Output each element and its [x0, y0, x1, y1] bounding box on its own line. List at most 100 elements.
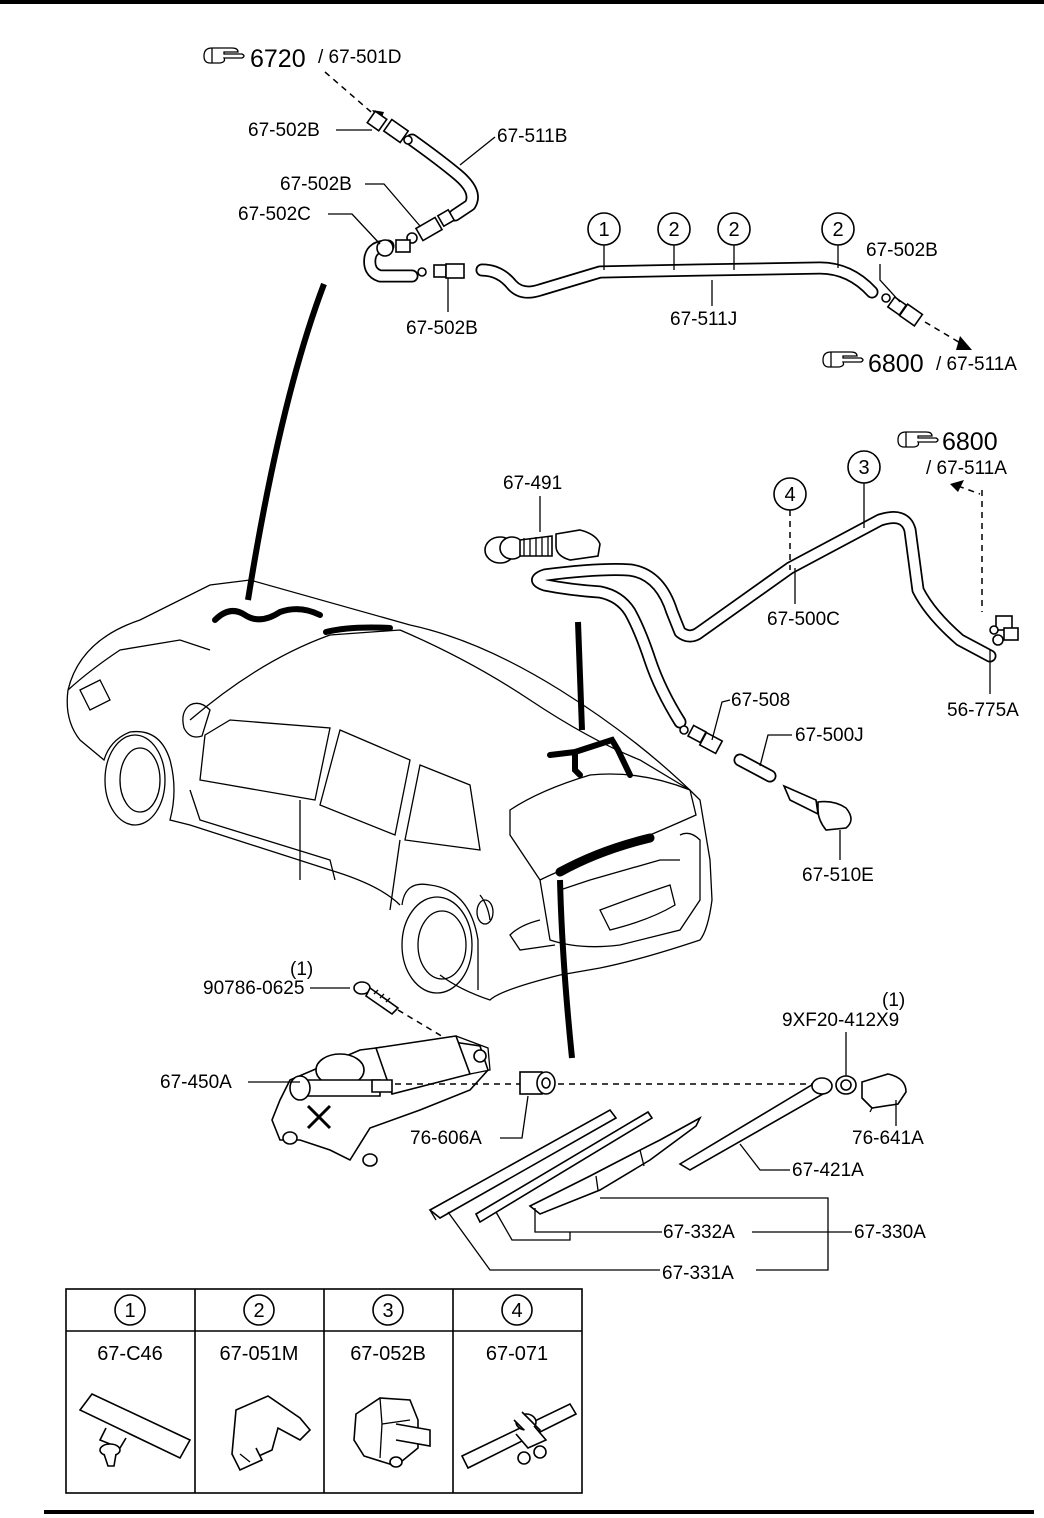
svg-text:4: 4: [511, 1300, 522, 1322]
leader-line: [459, 136, 496, 166]
leader-dashed: [397, 1009, 466, 1051]
label-67-511B[interactable]: 67-511B: [497, 126, 567, 147]
svg-text:1: 1: [124, 1300, 135, 1322]
blade-rubber-67-332A: [474, 1110, 654, 1224]
pointing-hand-icon: [822, 351, 864, 368]
clip-67-051M-image: [231, 1395, 312, 1472]
label-67-500C[interactable]: 67-500C: [767, 609, 840, 630]
ref-part: / 67-511A: [926, 458, 1007, 479]
hose-67-500C: [531, 511, 997, 729]
pointing-hand-icon: [897, 431, 939, 448]
screw-90786-0625: [353, 981, 400, 1016]
connector-67-502B-c: [417, 263, 465, 279]
nut-9XF20-412X9: [835, 1075, 857, 1095]
leader-line: [447, 1211, 660, 1271]
label-67-511J[interactable]: 67-511J: [670, 309, 737, 330]
pointing-hand-icon: [203, 47, 245, 64]
blade-frame-67-330A: [528, 1116, 702, 1215]
clip-67-052B-image: [353, 1397, 431, 1468]
label-67-502B[interactable]: 67-502B: [866, 240, 938, 261]
leader-to-vehicle: [575, 621, 585, 731]
clip-table-cell-3: 3 67-052B: [350, 1294, 431, 1468]
leader-line: [500, 1095, 529, 1139]
vehicle-illustration: [66, 579, 713, 1001]
svg-text:3: 3: [858, 457, 869, 479]
hose-67-500J: [733, 753, 777, 783]
label-9XF20-412X9[interactable]: 9XF20-412X9: [782, 1010, 899, 1031]
ref-6720[interactable]: 6720 / 67-501D: [203, 45, 401, 73]
label-67-500J[interactable]: 67-500J: [795, 725, 864, 746]
label-76-641A[interactable]: 76-641A: [852, 1128, 924, 1149]
label-67-421A[interactable]: 67-421A: [792, 1160, 864, 1181]
label-67-331A[interactable]: 67-331A: [662, 1263, 734, 1284]
hose-67-511J: [475, 261, 879, 299]
label-56-775A[interactable]: 56-775A: [947, 700, 1019, 721]
svg-text:2: 2: [832, 219, 843, 241]
callout-2[interactable]: 2: [821, 212, 855, 246]
connector-67-502B-b: [406, 208, 456, 244]
label-67-502B[interactable]: 67-502B: [280, 174, 352, 195]
wiper-motor-67-450A: [271, 1035, 491, 1167]
ref-number: 6720: [250, 45, 306, 73]
hose-67-511B: [405, 133, 479, 222]
label-67-450A[interactable]: 67-450A: [160, 1072, 232, 1093]
label-67-332A[interactable]: 67-332A: [663, 1222, 735, 1243]
callout-1[interactable]: 1: [587, 212, 621, 246]
callout-2[interactable]: 2: [657, 212, 691, 246]
leader-to-vehicle: [245, 282, 327, 601]
clip-part-number: 67-071: [486, 1343, 548, 1365]
leader-line: [365, 183, 421, 227]
label-67-502B[interactable]: 67-502B: [406, 318, 478, 339]
washer-pump-67-491: [484, 529, 601, 564]
clip-part-number: 67-051M: [220, 1343, 299, 1365]
ref-part: / 67-511A: [936, 354, 1017, 375]
svg-text:2: 2: [728, 219, 739, 241]
svg-text:2: 2: [668, 219, 679, 241]
arrow-head: [956, 336, 972, 350]
nozzle-67-510E: [782, 784, 852, 831]
wiper-blade-67-331A: [428, 1108, 618, 1221]
ref-number: 6800: [868, 350, 924, 378]
callout-4[interactable]: 4: [773, 477, 807, 511]
ref-6800[interactable]: 6800 / 67-511A: [822, 350, 1017, 378]
clip-67-071-image: [460, 1402, 578, 1470]
cap-76-606A: [519, 1071, 556, 1095]
connector-67-502B-a: [366, 110, 413, 145]
bottom-border: [44, 1510, 1034, 1514]
leader-line: [879, 264, 901, 303]
label-67-502C[interactable]: 67-502C: [238, 204, 311, 225]
clip-part-number: 67-052B: [350, 1343, 426, 1365]
connector-67-502B-d: [881, 293, 924, 328]
label-67-491[interactable]: 67-491: [503, 473, 562, 494]
leader-dashed: [957, 485, 981, 495]
leader-line: [495, 1211, 571, 1241]
label-67-330A[interactable]: 67-330A: [854, 1222, 926, 1243]
label-90786-0625[interactable]: 90786-0625: [203, 978, 304, 999]
wiper-arm-67-421A: [678, 1077, 833, 1171]
callout-2[interactable]: 2: [717, 212, 751, 246]
label-76-606A[interactable]: 76-606A: [410, 1128, 482, 1149]
clip-67-C46-image: [78, 1392, 192, 1467]
arrow-head: [950, 480, 964, 492]
ref-6800[interactable]: 6800 / 67-511A: [897, 428, 1007, 479]
connector-67-502C: [363, 239, 419, 283]
leader-dashed: [924, 321, 963, 345]
quantity: (1): [290, 959, 313, 980]
ref-part: / 67-501D: [318, 47, 401, 68]
joint-67-508: [679, 724, 724, 755]
svg-text:4: 4: [784, 484, 795, 506]
ref-number: 6800: [942, 428, 998, 456]
quantity: (1): [882, 990, 905, 1011]
leader-dashed: [324, 71, 379, 119]
label-67-502B[interactable]: 67-502B: [248, 120, 320, 141]
svg-text:3: 3: [382, 1300, 393, 1322]
leader-line: [600, 1197, 829, 1271]
leader-line: [739, 1143, 790, 1171]
svg-text:2: 2: [253, 1300, 264, 1322]
leader-line: [328, 213, 381, 245]
callout-3[interactable]: 3: [847, 450, 881, 484]
label-67-510E[interactable]: 67-510E: [802, 865, 874, 886]
clip-table: [65, 1288, 583, 1494]
label-67-508[interactable]: 67-508: [731, 690, 790, 711]
